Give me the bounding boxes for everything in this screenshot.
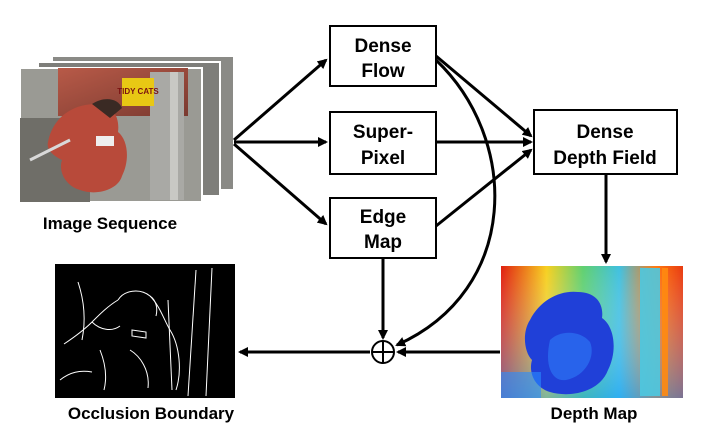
node-dense-depth-field-line2: Depth Field: [553, 148, 656, 169]
arrow-flow-to-combine: [395, 58, 497, 347]
sequence-frame-front: TIDY CATS: [19, 67, 203, 203]
arrows: [233, 54, 611, 357]
node-dense-flow-line2: Flow: [361, 61, 404, 82]
arrow-edge-to-depth: [435, 148, 533, 228]
node-edge-map-line2: Map: [364, 232, 402, 253]
arrow-seq-to-edge: [233, 142, 328, 226]
node-dense-flow: Dense Flow: [329, 25, 437, 87]
arrow-seq-to-flow: [233, 58, 328, 142]
node-super-pixel-line1: Super-: [353, 122, 413, 143]
node-dense-depth-field: Dense Depth Field: [533, 109, 678, 175]
photo-sign-text: TIDY CATS: [117, 87, 159, 96]
occlusion-boundary-image: [55, 264, 235, 398]
node-super-pixel-line2: Pixel: [361, 148, 405, 169]
caption-depth-map: Depth Map: [551, 404, 638, 423]
combine-node: [371, 340, 395, 364]
node-dense-flow-line1: Dense: [354, 36, 411, 57]
node-edge-map: Edge Map: [329, 197, 437, 259]
image-sequence-stack: TIDY CATS: [19, 55, 235, 203]
caption-occlusion-boundary: Occlusion Boundary: [68, 404, 235, 423]
node-edge-map-line1: Edge: [360, 207, 406, 228]
node-super-pixel: Super- Pixel: [329, 111, 437, 175]
node-dense-depth-field-line1: Dense: [576, 122, 633, 143]
depth-map-image: [501, 266, 683, 398]
caption-image-sequence: Image Sequence: [43, 214, 177, 233]
arrow-flow-to-depth: [435, 54, 533, 138]
